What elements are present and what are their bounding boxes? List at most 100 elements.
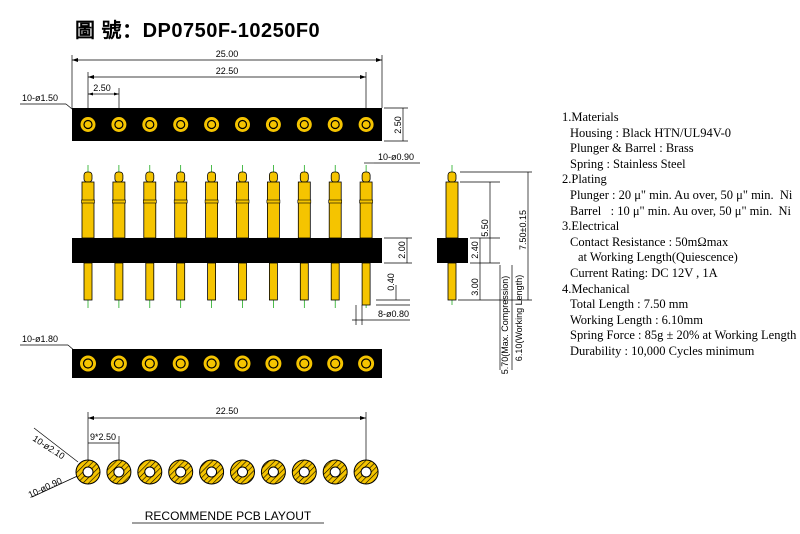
tail: [268, 262, 278, 301]
barrel-collar: [266, 199, 281, 204]
tail: [83, 262, 93, 301]
housing-spec: Housing : Black HTN/UL94V-0: [570, 125, 731, 140]
bottom-pin-tail: [175, 358, 186, 369]
barrel: [112, 181, 126, 239]
tail: [176, 262, 186, 301]
pcb-hole: [360, 466, 372, 478]
dim-overall-length: 25.00: [216, 49, 239, 59]
tail: [114, 262, 124, 301]
dim-total-length: 7.50±0.15: [518, 210, 528, 250]
drawing-number-label: 圖 號: [75, 20, 123, 42]
plunger-tip: [361, 171, 371, 183]
spring-force-spec: Spring Force : 85g ± 20% at Working Leng…: [570, 328, 797, 343]
barrel: [81, 181, 95, 239]
tail-dia-label: 8-ø0.80: [378, 309, 409, 319]
bottom-pin-tail: [361, 358, 372, 369]
side-view: 5.50 2.40 3.00 7.50±0.15 5.70(Max. Compr…: [437, 165, 532, 374]
top-pin-tip: [176, 119, 186, 130]
durability-spec: Durability : 10,000 Cycles minimum: [570, 343, 755, 358]
plunger-tip: [268, 171, 278, 183]
pcb-hole: [175, 466, 187, 478]
title-separator: ：: [122, 20, 143, 42]
barrel-collar: [235, 199, 250, 204]
barrel-collar: [112, 199, 126, 204]
tail: [238, 262, 247, 301]
housing-front-view: [72, 238, 382, 263]
dim-housing-height: 2.00: [397, 241, 407, 259]
bottom-pin-tail: [299, 358, 310, 369]
plunger-tip: [83, 171, 93, 183]
total-length-spec: Total Length : 7.50 mm: [570, 297, 689, 312]
bottom-pin-tail: [144, 358, 155, 369]
drawing-title: 圖 號：DP0750F-10250F0: [75, 14, 320, 43]
plunger-tip: [207, 171, 217, 183]
side-barrel: [445, 181, 459, 239]
pcb-hole: [298, 466, 310, 478]
tail: [299, 262, 309, 301]
dim-span: 22.50: [216, 66, 239, 76]
tail: [207, 262, 217, 301]
top-pin-tip: [145, 119, 155, 130]
mechanical-heading: 4.Mechanical: [562, 281, 630, 296]
top-pin-tip: [207, 119, 217, 130]
part-number: DP0750F-10250F0: [142, 20, 321, 42]
dim-pitch: 2.50: [93, 83, 111, 93]
barrel-collar: [173, 199, 188, 204]
pcb-pitch-dim: 9*2.50: [90, 432, 116, 442]
top-pin-tip: [299, 119, 309, 130]
contact-resistance-spec: Contact Resistance : 50mΩmax: [570, 234, 729, 249]
dim-max-compression: 5.70(Max. Compression): [500, 276, 510, 375]
pcb-span-dim: 22.50: [216, 406, 239, 416]
tail: [330, 262, 340, 301]
barrel: [328, 181, 342, 239]
barrel: [174, 181, 188, 239]
barrel-collar: [143, 199, 157, 204]
top-pin-tip: [237, 119, 248, 130]
barrel-collar: [297, 199, 312, 204]
plating-heading: 2.Plating: [562, 172, 607, 187]
materials-heading: 1.Materials: [562, 110, 619, 124]
pcb-hole: [267, 466, 279, 478]
barrel-collar: [81, 199, 95, 204]
top-pin-tip: [361, 119, 371, 130]
barrel-plating-spec: Barrel : 10 μ" min. Au over, 50 μ" min. …: [570, 203, 792, 218]
pcb-hole: [113, 466, 125, 478]
pcb-hole: [237, 466, 248, 478]
plunger-dia-label: 10-ø0.90: [378, 152, 414, 162]
dim-housing-width: 2.50: [393, 116, 403, 134]
barrel: [143, 181, 157, 239]
top-pin-tip: [330, 119, 340, 130]
bottom-pin-tail: [237, 358, 248, 369]
pcb-pad-outer-label: 10-ø2.10: [31, 433, 67, 461]
plunger-tip: [330, 171, 340, 183]
barrel: [359, 181, 373, 239]
side-housing: [437, 238, 468, 263]
bottom-pin-tail: [113, 358, 125, 369]
bottom-view: 10-ø1.80: [20, 334, 382, 378]
current-rating-spec: Current Rating: DC 12V , 1A: [570, 265, 718, 280]
side-tail: [447, 262, 457, 301]
tail: [145, 262, 155, 301]
pcb-hole: [206, 466, 218, 478]
plunger-tip: [176, 171, 186, 183]
pcb-hole: [329, 466, 341, 478]
plunger-tip: [238, 171, 247, 183]
dim-lower-length: 3.00: [470, 278, 480, 296]
plunger-barrel-spec: Plunger & Barrel : Brass: [570, 141, 694, 156]
spring-spec: Spring : Stainless Steel: [570, 156, 686, 171]
barrel: [297, 181, 311, 239]
barrel: [236, 181, 249, 239]
hole-dia-label: 10-ø1.50: [22, 93, 58, 103]
bottom-pin-tail: [330, 358, 341, 369]
contact-resistance-note: at Working Length(Quiescence): [578, 250, 738, 265]
pcb-layout-caption: RECOMMENDE PCB LAYOUT: [145, 509, 312, 523]
tail: [361, 262, 371, 306]
bottom-pin-tail: [82, 358, 94, 369]
front-view: 10-ø0.90 2.00 0.40 8-ø0.80: [72, 152, 420, 325]
bottom-hole-label: 10-ø1.80: [22, 334, 58, 344]
barrel-collar: [359, 199, 373, 204]
specifications: 1.Materials Housing : Black HTN/UL94V-0 …: [562, 110, 796, 360]
pcb-hole: [144, 466, 156, 478]
dim-tail-step: 0.40: [386, 273, 396, 291]
